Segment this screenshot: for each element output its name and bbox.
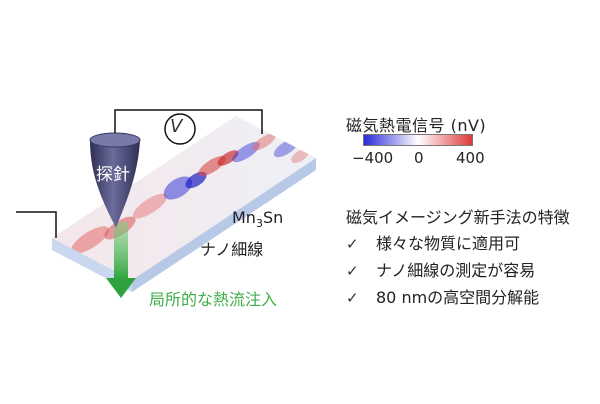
feature-item: ✓ 80 nmの高空間分解能 — [346, 284, 539, 308]
feature-text: 80 nmの高空間分解能 — [376, 288, 540, 307]
check-icon: ✓ — [346, 289, 359, 307]
material-label: Mn3Sn — [232, 208, 283, 230]
circuit-wires — [16, 109, 263, 238]
voltmeter-icon — [164, 113, 196, 145]
colorbar-max-label: 400 — [456, 149, 485, 167]
features-title: 磁気イメージング新手法の特徴 — [346, 208, 570, 227]
colorbar-title: 磁気熱電信号 (nV) — [346, 116, 487, 135]
feature-text: ナノ細線の測定が容易 — [376, 261, 536, 280]
nanowire-label: ナノ細線 — [200, 240, 264, 259]
colorbar-min-label: −400 — [352, 149, 394, 167]
probe-tip — [89, 132, 141, 228]
heat-flow-label: 局所的な熱流注入 — [149, 290, 278, 309]
heat-flow-arrow — [106, 222, 136, 298]
feature-item: ✓ 様々な物質に適用可 — [346, 230, 520, 254]
feature-item: ✓ ナノ細線の測定が容易 — [346, 257, 535, 281]
nanowire-side-face — [132, 158, 316, 292]
check-icon: ✓ — [346, 235, 359, 253]
colorbar-mid-label: 0 — [414, 149, 424, 167]
material-suffix: Sn — [262, 208, 284, 227]
voltmeter-label: V — [170, 116, 183, 137]
material-subscript: 3 — [255, 217, 263, 231]
probe-label: 探針 — [96, 165, 130, 185]
colorbar-gradient — [363, 134, 473, 146]
feature-text: 様々な物質に適用可 — [376, 234, 521, 253]
material-prefix: Mn — [232, 208, 256, 227]
check-icon: ✓ — [346, 262, 359, 280]
